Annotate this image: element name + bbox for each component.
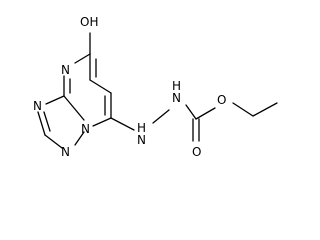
structure-drawing: OH N N N N H N H N O O <box>33 15 278 159</box>
bond-n-n1 <box>74 131 85 146</box>
hydrazine-h2-label: H <box>172 79 181 93</box>
bond-c3a-n3 <box>45 95 65 105</box>
bond-c3a-n1 <box>63 95 85 121</box>
ester-o-label: O <box>217 93 226 107</box>
bond-c2-n <box>44 134 63 149</box>
triazole-n-left-label: N <box>61 145 70 159</box>
hydrazine-n2-label: N <box>172 91 181 105</box>
bridge-n-label: N <box>81 122 90 136</box>
bond-c7-nh <box>110 117 135 131</box>
hydrazine-h1-label: H <box>137 121 146 135</box>
triazole-n-top-label: N <box>33 99 42 113</box>
bond-n3-c2 <box>37 111 46 136</box>
bond-c6-c5 <box>89 79 112 94</box>
carbonyl-o-label: O <box>192 145 201 159</box>
bond-ch2-ch3 <box>252 102 278 117</box>
bond-nh-nh <box>152 109 170 124</box>
hydrazine-n1-label: N <box>137 133 146 147</box>
bond-c5-n4 <box>74 53 91 64</box>
molecule-diagram: OH N N N N H N H N O O <box>33 15 278 159</box>
bond-n3-c2-double <box>43 111 51 132</box>
bond-ester-o-ch2 <box>232 102 254 117</box>
bond-nh-carbonyl <box>185 104 197 120</box>
hydroxyl-label: OH <box>80 15 98 29</box>
pyrimidine-n-label: N <box>61 63 70 77</box>
bond-carbonyl-ester-o <box>195 107 216 120</box>
bond-c7-n1 <box>92 117 112 127</box>
